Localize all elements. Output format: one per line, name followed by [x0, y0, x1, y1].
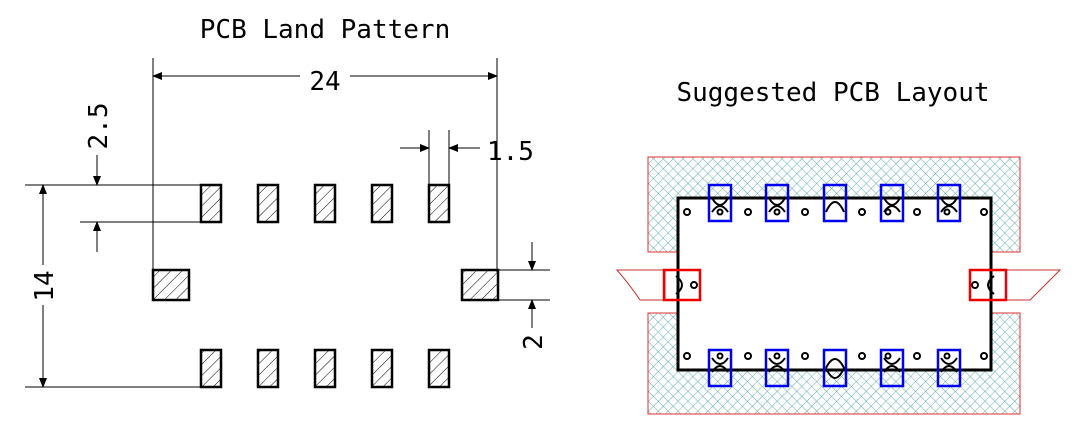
- top-pad-4: [370, 183, 394, 224]
- right-layout-pad: [968, 268, 1008, 302]
- right-tab: [1005, 269, 1062, 301]
- top-pad-traces: [711, 197, 958, 213]
- land-pattern-drawing: PCB Land Pattern 24 2.5 14: [25, 15, 550, 389]
- top-pad-3: [313, 183, 337, 224]
- bottom-pad-traces: [711, 357, 958, 379]
- bottom-pad-3: [313, 348, 337, 389]
- padwidth-dimension-label: 1.5: [487, 137, 534, 167]
- top-pad-2: [256, 183, 280, 224]
- pcb-layout-drawing: Suggested PCB Layout: [615, 78, 1062, 415]
- top-pad-5: [427, 183, 451, 224]
- component-outline: [676, 196, 993, 372]
- side-pad-right: [460, 268, 500, 302]
- left-pad-trace: [675, 275, 683, 295]
- height-dimension-label: 14: [30, 270, 60, 301]
- top-pad-1: [199, 183, 223, 224]
- right-pad-trace: [987, 275, 995, 295]
- bottom-pad-1: [199, 348, 223, 389]
- left-tab: [615, 269, 666, 301]
- land-pattern-title: PCB Land Pattern: [200, 15, 450, 45]
- sidepad-dimension-label: 2: [519, 334, 549, 350]
- via-holes: [683, 208, 988, 360]
- pitch-dimension-label: 2.5: [84, 103, 114, 150]
- width-dimension-label: 24: [309, 67, 340, 97]
- bottom-pad-2: [256, 348, 280, 389]
- top-layout-pads: [707, 183, 962, 223]
- left-layout-pad: [662, 268, 702, 302]
- side-pad-left: [151, 268, 191, 302]
- bottom-layout-pads: [707, 348, 962, 388]
- pcb-layout-title: Suggested PCB Layout: [676, 78, 989, 108]
- bottom-pad-4: [370, 348, 394, 389]
- bottom-pad-5: [427, 348, 451, 389]
